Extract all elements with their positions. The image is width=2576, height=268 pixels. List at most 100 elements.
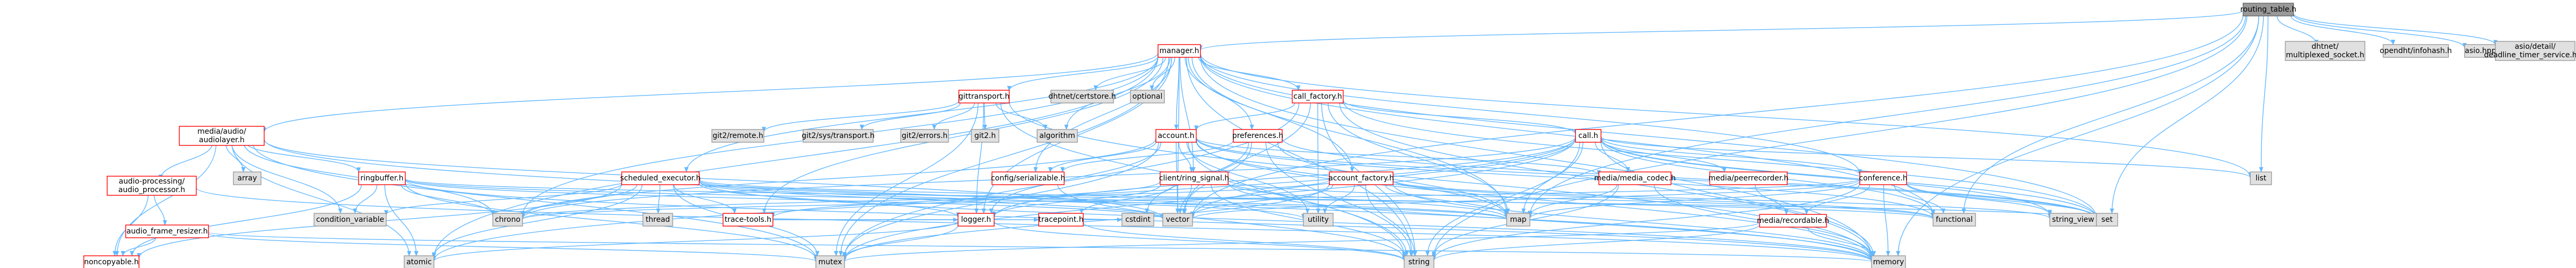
node-client-ring-signal[interactable]: client/ring_signal.h (1159, 171, 1229, 185)
node-atomic: atomic (404, 255, 434, 268)
edge-manager-to-conference (1200, 55, 1862, 175)
node-label: dhtnet/certstore.h (1048, 92, 1116, 101)
node-thread: thread (642, 213, 673, 227)
node-box (1155, 129, 1197, 143)
edge-audiolayer-to-array (225, 142, 246, 172)
node-box (2049, 213, 2097, 227)
edge-manager-to-client_ring_signal (1179, 57, 1196, 172)
node-mutex: mutex (815, 255, 845, 268)
edge-manager-to-trace_tools (762, 57, 1164, 214)
edge-manager-to-algorithm (1064, 57, 1171, 130)
node-label: manager.h (1160, 47, 1199, 55)
edge-call-to-media_media_codec (1595, 142, 1630, 172)
node-utility: utility (1303, 213, 1334, 227)
node-label: set (2101, 215, 2113, 224)
node-label: vector (1166, 215, 1190, 224)
edge-call-to-list (1600, 136, 2252, 178)
node-string-view: string_view (2049, 213, 2097, 227)
node-call[interactable]: call.h (1575, 129, 1602, 143)
node-label: condition_variable (316, 215, 384, 224)
node-git2-errors: git2/errors.h (900, 129, 949, 143)
node-conference[interactable]: conference.h (1859, 171, 1908, 185)
node-tracepoint[interactable]: tracepoint.h (1038, 213, 1084, 227)
edge-manager-to-call_factory (1198, 57, 1301, 91)
edge-manager-to-optional (1150, 57, 1176, 91)
node-dhtnet-multiplexed-socket: dhtnet/multiplexed_socket.h (2285, 41, 2365, 61)
edge-gittransport-to-git2_errors (932, 102, 975, 130)
node-routing-table[interactable]: routing_table.h (2240, 3, 2296, 16)
node-box (83, 255, 140, 268)
node-account-factory[interactable]: account_factory.h (1328, 171, 1394, 185)
node-label: memory (1873, 258, 1904, 266)
node-label: call_factory.h (1293, 92, 1342, 101)
node-preferences[interactable]: preferences.h (1232, 129, 1283, 143)
edge-gittransport-to-mutex (834, 102, 979, 256)
edge-call-to-memory (1600, 141, 1876, 256)
edges-layer (112, 10, 2497, 263)
node-audio-frame-resizer[interactable]: audio_frame_resizer.h (125, 224, 209, 238)
node-box (492, 213, 523, 227)
node-label: gittransport.h (959, 92, 1009, 101)
edge-account_factory-to-string (1365, 184, 1417, 256)
node-label: call.h (1578, 132, 1598, 140)
edge-routing_table-to-memory (1896, 15, 2259, 256)
edge-ringbuffer-to-mutex (405, 183, 818, 260)
node-box (1050, 90, 1114, 103)
node-box (642, 213, 673, 227)
node-box (1292, 90, 1344, 103)
edge-client_ring_signal-to-logger (992, 184, 1161, 217)
edge-audio_processor-to-audio_frame_resizer (153, 192, 167, 226)
node-chrono: chrono (492, 213, 523, 227)
nodes-layer: routing_table.h dhtnet/multiplexed_socket… (83, 3, 2576, 268)
node-git2: git2.h (971, 129, 999, 143)
edge-client_ring_signal-to-vector (1178, 184, 1192, 214)
node-label: account.h (1158, 132, 1194, 140)
node-audio-processor[interactable]: audio-processing/audio_processor.h (107, 176, 197, 196)
node-label: thread (646, 215, 670, 224)
node-media-recordable[interactable]: media/recordable.h (1757, 214, 1829, 228)
edge-conference-to-set (1906, 182, 2099, 219)
node-list: list (2250, 171, 2272, 185)
node-box (900, 129, 949, 143)
edge-ringbuffer-to-noncopyable (129, 184, 362, 256)
node-gittransport[interactable]: gittransport.h (958, 90, 1010, 103)
node-label: list (2256, 174, 2267, 183)
node-box (815, 255, 845, 268)
node-label: conference.h (1859, 174, 1907, 183)
node-call-factory[interactable]: call_factory.h (1292, 90, 1344, 103)
node-box (1303, 213, 1334, 227)
node-functional: functional (1933, 213, 1976, 227)
node-label: preferences.h (1232, 132, 1283, 140)
node-manager[interactable]: manager.h (1158, 44, 1201, 58)
edge-scheduled_executor-to-trace_tools (673, 184, 737, 214)
node-box (179, 126, 265, 146)
node-ringbuffer[interactable]: ringbuffer.h (358, 171, 406, 185)
node-noncopyable[interactable]: noncopyable.h (83, 255, 140, 268)
node-trace-tools[interactable]: trace-tools.h (723, 213, 773, 227)
node-config-serializable[interactable]: config/serializable.h (991, 171, 1065, 185)
edge-call-to-conference (1600, 137, 1862, 176)
node-label: media/audio/audiolayer.h (197, 127, 246, 144)
node-label: routing_table.h (2240, 5, 2296, 14)
node-label: atomic (406, 258, 432, 266)
edge-manager-to-audiolayer (262, 53, 1159, 133)
edge-manager-to-scheduled_executor (684, 56, 1159, 172)
node-audiolayer[interactable]: media/audio/audiolayer.h (179, 126, 265, 146)
node-account[interactable]: account.h (1155, 129, 1197, 143)
node-dhtnet-certstore: dhtnet/certstore.h (1048, 90, 1116, 103)
node-box (1598, 171, 1672, 185)
node-logger[interactable]: logger.h (958, 213, 995, 227)
edge-routing_table-to-list (2259, 15, 2269, 172)
node-label: noncopyable.h (84, 258, 138, 266)
node-box (1404, 255, 1434, 268)
node-cstdint: cstdint (1121, 213, 1154, 227)
node-media-media-codec[interactable]: media/media_codec.h (1594, 171, 1676, 185)
edge-scheduled_executor-to-functional (699, 179, 1935, 220)
node-label: git2/errors.h (902, 132, 947, 140)
node-media-peerrecorder[interactable]: media/peerrecorder.h (1708, 171, 1789, 185)
edge-scheduled_executor-to-chrono (520, 184, 638, 217)
node-label: logger.h (961, 215, 991, 224)
node-scheduled-executor[interactable]: scheduled_executor.h (620, 171, 701, 185)
edge-logger-to-string (994, 221, 1406, 262)
